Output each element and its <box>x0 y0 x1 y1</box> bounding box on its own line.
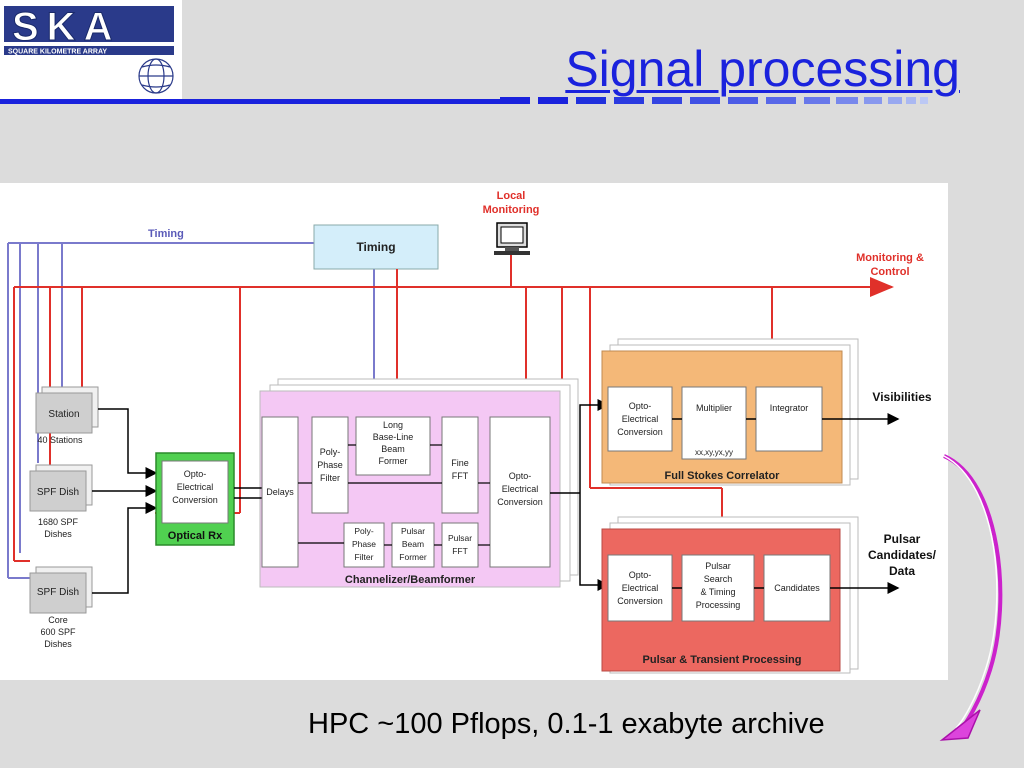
pbf-line3: Former <box>399 552 427 562</box>
channelizer-outputs <box>550 399 610 591</box>
ppf1-line2: Phase <box>317 460 343 470</box>
optical-rx-inner-3: Conversion <box>172 495 218 505</box>
fine-fft-box: Fine FFT <box>441 416 479 514</box>
spf-dishes-line1: 1680 SPF <box>38 517 79 527</box>
lbb-line3: Beam <box>381 444 405 454</box>
optical-rx-box: Opto- Electrical Conversion Optical Rx <box>155 452 235 546</box>
pulsar-candidates-line3: Data <box>889 564 915 578</box>
visibilities-label: Visibilities <box>872 390 931 404</box>
spf-dish-label-1: SPF Dish <box>37 487 79 498</box>
ska-logo: SKA SQUARE KILOMETRE ARRAY <box>0 0 182 100</box>
ppf1-line1: Poly- <box>320 447 341 457</box>
ptp-opto-line2: Electrical <box>622 583 659 593</box>
optical-rx-inner-2: Electrical <box>177 482 214 492</box>
xx-label: xx,xy,yx,yy <box>695 448 733 457</box>
candidates-label: Candidates <box>774 583 820 593</box>
pulsar-candidates-line2: Candidates/ <box>868 548 937 562</box>
ps-line3: & Timing <box>700 587 735 597</box>
fsc-opto-line2: Electrical <box>622 414 659 424</box>
ps-line1: Pulsar <box>705 561 731 571</box>
rx-to-delays <box>234 487 262 499</box>
core-line2: 600 SPF <box>40 627 76 637</box>
pulsar-candidates-line1: Pulsar <box>884 532 921 546</box>
ppf1-line3: Filter <box>320 473 340 483</box>
long-baseline-beamformer: Long Base-Line Beam Former <box>355 416 431 476</box>
fsc-opto-line1: Opto- <box>629 401 652 411</box>
ppf2-line1: Poly- <box>354 526 374 536</box>
footer-caption: HPC ~100 Pflops, 0.1-1 exabyte archive <box>308 708 825 740</box>
pbf-line1: Pulsar <box>401 526 425 536</box>
spf-dishes-line2: Dishes <box>44 529 72 539</box>
pulsar-fft: Pulsar FFT <box>441 522 479 568</box>
channelizer-label: Channelizer/Beamformer <box>345 574 476 586</box>
globe-icon <box>138 58 174 94</box>
cb-opto-line2: Electrical <box>502 484 539 494</box>
lbb-line4: Former <box>379 456 408 466</box>
cb-opto-line3: Conversion <box>497 497 543 507</box>
curved-arrow <box>939 454 1003 741</box>
fine-fft-line1: Fine <box>451 458 469 468</box>
input-arrows <box>92 408 158 594</box>
delays-box: Delays <box>261 416 299 568</box>
fsc-opto-line3: Conversion <box>617 427 663 437</box>
signal-processing-diagram: Timing Timing Local Monitoring <box>0 183 948 680</box>
full-stokes-label: Full Stokes Correlator <box>665 470 781 482</box>
polyphase-filter-1: Poly- Phase Filter <box>311 416 349 514</box>
ps-line2: Search <box>704 574 733 584</box>
spf-dish-box-2: SPF Dish <box>29 566 93 614</box>
integrator-label: Integrator <box>770 403 809 413</box>
full-stokes-correlator: Full Stokes Correlator Opto- Electrical … <box>601 338 859 486</box>
core-line3: Dishes <box>44 639 72 649</box>
polyphase-filter-2: Poly- Phase Filter <box>343 522 385 568</box>
logo-banner <box>4 6 174 42</box>
monitoring-control-line1: Monitoring & <box>856 252 924 264</box>
ppf2-line2: Phase <box>352 539 376 549</box>
optical-rx-inner-1: Opto- <box>184 469 207 479</box>
ps-line4: Processing <box>696 600 741 610</box>
station-label: Station <box>48 409 79 420</box>
channelizer-opto-conversion: Opto- Electrical Conversion <box>489 416 551 568</box>
spf-dish-box-1: SPF Dish <box>29 464 93 512</box>
stations-count: 40 Stations <box>37 435 83 445</box>
spf-dish-label-2: SPF Dish <box>37 587 79 598</box>
local-monitoring-line2: Monitoring <box>483 204 540 216</box>
title-rule <box>0 97 928 104</box>
pulsar-transient-label: Pulsar & Transient Processing <box>643 654 802 666</box>
pbf-line2: Beam <box>402 539 424 549</box>
page-title: Signal processing <box>565 41 960 97</box>
lbb-line2: Base-Line <box>373 432 414 442</box>
monitor-icon <box>494 222 530 255</box>
pfft-line1: Pulsar <box>448 533 472 543</box>
lbb-line1: Long <box>383 420 403 430</box>
pulsar-beamformer: Pulsar Beam Former <box>391 522 435 568</box>
cb-opto-line1: Opto- <box>509 471 532 481</box>
core-line1: Core <box>48 615 68 625</box>
optical-rx-label: Optical Rx <box>168 530 223 542</box>
local-monitoring-line1: Local <box>497 190 526 202</box>
station-box: Station <box>35 386 99 434</box>
monitoring-control-line2: Control <box>870 266 909 278</box>
timing-box-label: Timing <box>356 240 395 254</box>
ppf2-line3: Filter <box>355 552 374 562</box>
pulsar-transient-processing: Pulsar & Transient Processing Opto- Elec… <box>601 516 859 674</box>
logo-subtitle: SQUARE KILOMETRE ARRAY <box>8 49 107 56</box>
multiplier-label: Multiplier <box>696 403 732 413</box>
timing-box: Timing <box>313 224 439 270</box>
delays-label: Delays <box>266 487 294 497</box>
timing-label: Timing <box>148 228 184 240</box>
fine-fft-line2: FFT <box>452 471 469 481</box>
ptp-opto-line1: Opto- <box>629 570 652 580</box>
pfft-line2: FFT <box>452 546 468 556</box>
channelizer-connectors <box>298 444 490 546</box>
logo-text: SKA <box>12 5 120 49</box>
ptp-opto-line3: Conversion <box>617 596 663 606</box>
